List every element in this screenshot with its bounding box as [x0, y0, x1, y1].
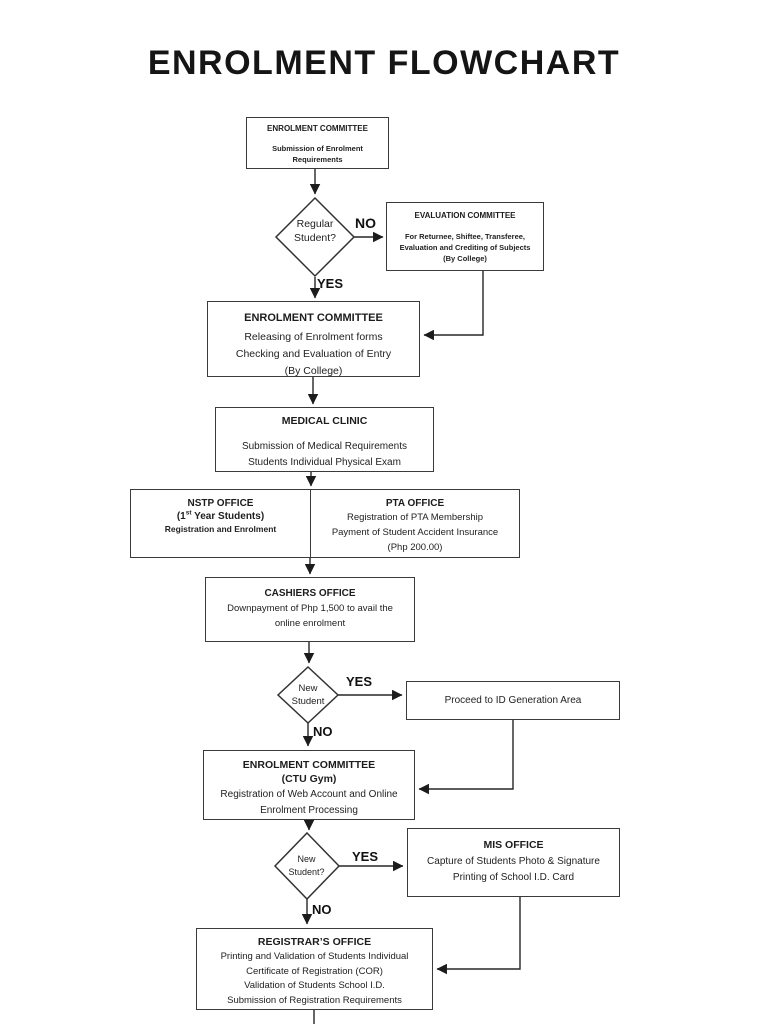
decision-new-student-1-shape	[276, 665, 340, 725]
node-body: Registration of PTA Membership Payment o…	[331, 512, 499, 553]
node-mis-office: MIS OFFICE Capture of Students Photo & S…	[407, 828, 620, 897]
node-enrolment-committee-releasing: ENROLMENT COMMITTEE Releasing of Enrolme…	[207, 301, 420, 377]
node-header: ENROLMENT COMMITTEE	[267, 124, 368, 133]
edge-label-yes: YES	[346, 674, 373, 689]
decision-regular-student-shape	[274, 196, 356, 278]
node-header: CASHIERS OFFICE	[264, 588, 356, 599]
node-header: NSTP OFFICE	[187, 498, 254, 509]
node-header: REGISTRAR’S OFFICE	[257, 936, 372, 948]
node-body: Capture of Students Photo & Signature Pr…	[427, 856, 600, 883]
node-body: Downpayment of Php 1,500 to avail the on…	[227, 603, 393, 629]
edge-label-yes: YES	[352, 849, 379, 864]
node-evaluation-committee: EVALUATION COMMITTEE For Returnee, Shift…	[386, 202, 544, 271]
page-title: ENROLMENT FLOWCHART	[147, 44, 621, 82]
node-proceed-id-generation: Proceed to ID Generation Area	[406, 681, 620, 720]
node-registrars-office: REGISTRAR’S OFFICE Printing and Validati…	[196, 928, 433, 1010]
node-body: Proceed to ID Generation Area	[444, 695, 582, 706]
node-header: EVALUATION COMMITTEE	[414, 211, 516, 220]
node-header: PTA OFFICE	[385, 498, 445, 509]
node-body: Submission of Enrolment Requirements	[272, 144, 363, 164]
node-header: ENROLMENT COMMITTEE	[244, 312, 383, 324]
decision-new-student-1-label: New Student	[291, 683, 325, 707]
node-body: Submission of Medical Requirements Stude…	[241, 441, 408, 468]
node-header: MIS OFFICE	[483, 839, 544, 851]
edge-label-no: NO	[313, 724, 333, 739]
decision-regular-student-label: Regular Student?	[293, 218, 337, 244]
node-body: For Returnee, Shiftee, Transferee, Evalu…	[399, 232, 531, 263]
edge-label-yes: YES	[317, 276, 344, 291]
node-pta-office: PTA OFFICE Registration of PTA Membershi…	[311, 490, 519, 557]
node-enrolment-committee-ctu-gym: ENROLMENT COMMITTEE (CTU Gym) Registrati…	[203, 750, 415, 820]
node-medical-clinic: MEDICAL CLINIC Submission of Medical Req…	[215, 407, 434, 472]
decision-new-student-2-label: New Student?	[288, 854, 325, 877]
node-body: Printing and Validation of Students Indi…	[220, 951, 409, 1006]
node-body: Releasing of Enrolment forms Checking an…	[235, 331, 392, 377]
node-enrolment-committee-submission: ENROLMENT COMMITTEE Submission of Enrolm…	[246, 117, 389, 169]
node-body: Registration and Enrolment	[164, 524, 277, 534]
node-subheader: (CTU Gym)	[281, 773, 337, 785]
node-nstp-office: NSTP OFFICE (1st Year Students) Registra…	[131, 490, 311, 557]
node-header: MEDICAL CLINIC	[281, 415, 368, 427]
node-body: Registration of Web Account and Online E…	[220, 789, 398, 816]
node-header: ENROLMENT COMMITTEE	[242, 759, 376, 771]
decision-new-student-2-shape	[273, 831, 341, 901]
node-subheader: (1st Year Students)	[176, 509, 265, 522]
node-nstp-pta-offices: NSTP OFFICE (1st Year Students) Registra…	[130, 489, 520, 558]
edge-label-no: NO	[355, 215, 376, 231]
edge-label-no: NO	[312, 902, 332, 917]
node-cashiers-office: CASHIERS OFFICE Downpayment of Php 1,500…	[205, 577, 415, 642]
